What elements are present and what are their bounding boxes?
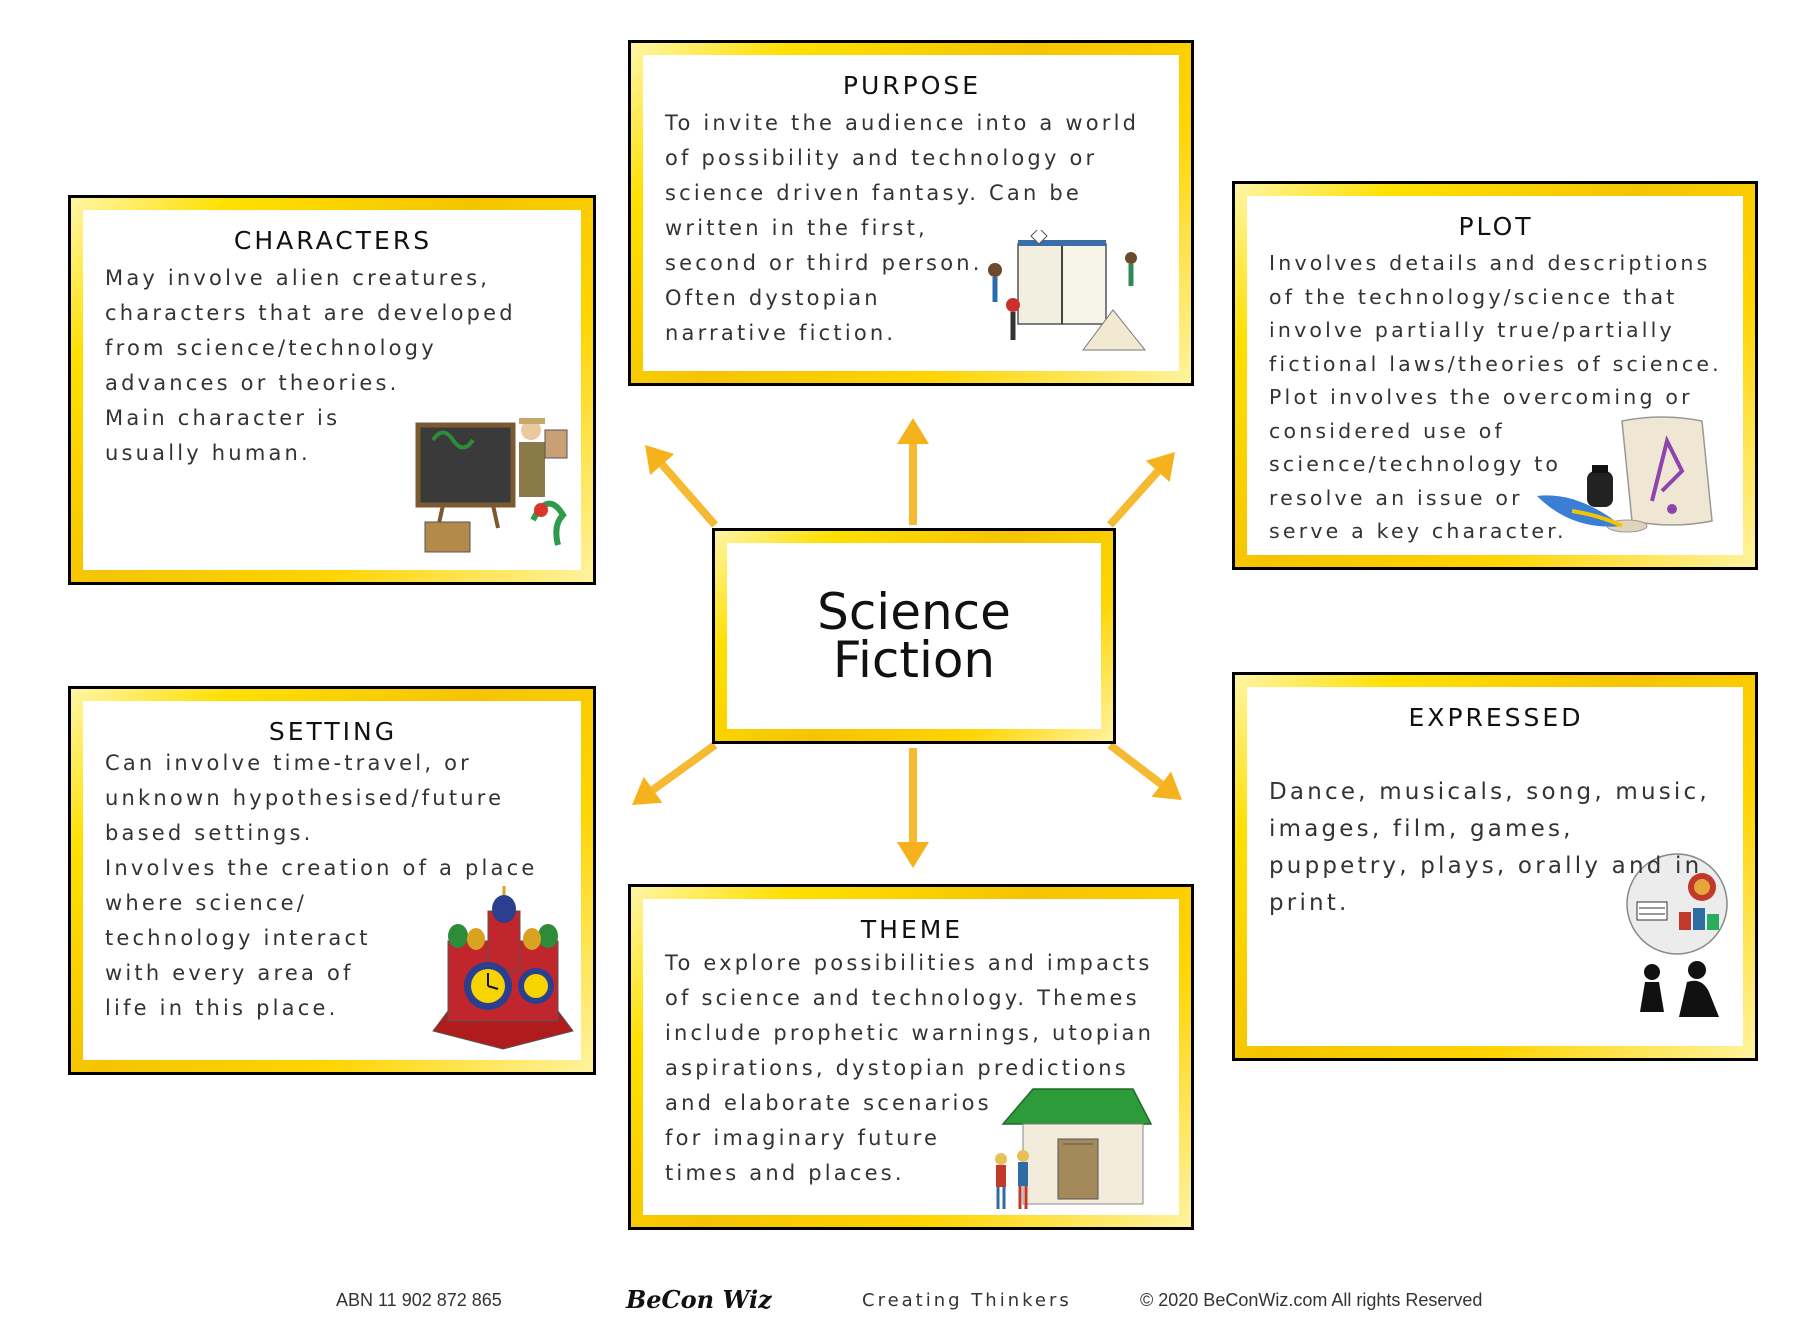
arrow-to-expressed [1107, 741, 1182, 800]
theme-title: THEME [860, 915, 964, 944]
kids-with-book-illustration [988, 230, 1147, 351]
setting-card: SETTING Can involve time-travel, or unkn… [68, 686, 596, 1075]
expressed-card-inner: EXPRESSED Dance, musicals, song, music, … [1247, 687, 1743, 1046]
plot-card: PLOT Involves details and descriptions o… [1232, 181, 1758, 570]
explorer-blackboard-illustration [415, 418, 568, 553]
arrow-to-characters [645, 445, 719, 528]
expressed-title: EXPRESSED [1408, 703, 1584, 732]
characters-card-inner: CHARACTERS May involve alien creatures, … [83, 210, 581, 570]
kids-at-green-house-illustration [995, 1088, 1153, 1209]
scroll-quill-ink-illustration [1537, 416, 1713, 533]
theme-card-inner: THEME To explore possibilities and impac… [643, 899, 1179, 1215]
plot-card-inner: PLOT Involves details and descriptions o… [1247, 196, 1743, 555]
theme-card: THEME To explore possibilities and impac… [628, 884, 1194, 1230]
purpose-card: PURPOSE To invite the audience into a wo… [628, 40, 1194, 386]
purpose-body: To invite the audience into a world of p… [665, 111, 1140, 345]
expressed-body: Dance, musicals, song, music, images, fi… [1269, 779, 1710, 916]
purpose-title: PURPOSE [842, 71, 982, 100]
arrow-to-theme [897, 748, 929, 868]
center-topic-title: Science Fiction [727, 543, 1101, 729]
purpose-card-inner: PURPOSE To invite the audience into a wo… [643, 55, 1179, 371]
arrow-to-setting [632, 741, 718, 805]
footer-brand-logo: BeCon Wiz [626, 1285, 772, 1314]
arrow-to-purpose [897, 418, 929, 525]
castle-clock-illustration [432, 886, 574, 1050]
expressed-card: EXPRESSED Dance, musicals, song, music, … [1232, 672, 1758, 1061]
setting-title: SETTING [268, 717, 398, 746]
characters-title: CHARACTERS [233, 226, 433, 255]
characters-card: CHARACTERS May involve alien creatures, … [68, 195, 596, 585]
characters-body: May involve alien creatures, characters … [105, 266, 516, 465]
setting-body: Can involve time-travel, or unknown hypo… [105, 751, 538, 1020]
performing-arts-illustration [1626, 853, 1728, 1017]
arrow-to-plot [1107, 452, 1175, 528]
center-topic-card: Science Fiction [712, 528, 1116, 744]
footer-tagline: Creating Thinkers [862, 1290, 1072, 1311]
footer-abn: ABN 11 902 872 865 [336, 1290, 502, 1310]
setting-card-inner: SETTING Can involve time-travel, or unkn… [83, 701, 581, 1060]
plot-body: Involves details and descriptions of the… [1269, 251, 1722, 543]
footer-copyright: © 2020 BeConWiz.com All rights Reserved [1140, 1290, 1483, 1310]
plot-title: PLOT [1458, 212, 1534, 241]
theme-body: To explore possibilities and impacts of … [665, 951, 1155, 1185]
